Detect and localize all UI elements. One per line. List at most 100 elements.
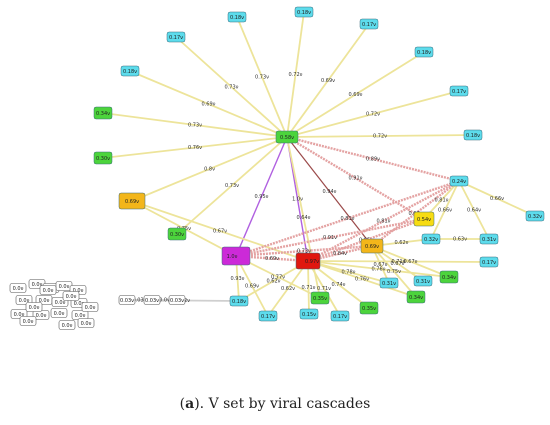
node-c17[interactable]: 0.17ν — [479, 256, 499, 268]
node-c15[interactable]: 0.17ν — [330, 310, 350, 322]
node-w5[interactable]: 0.0ν — [55, 281, 73, 291]
node-label: 0.54ν — [417, 217, 431, 223]
edge-label: 0.8ν — [204, 167, 215, 173]
node-c12[interactable]: 0.31ν — [479, 233, 499, 245]
node-or1[interactable]: 0.69ν — [118, 192, 146, 210]
node-g3[interactable]: 0.30ν — [167, 227, 187, 241]
node-box — [77, 318, 95, 328]
node-box — [413, 275, 433, 287]
edge-label: 0.81ν — [341, 216, 355, 222]
edge-label: 0.67ν — [404, 259, 418, 265]
node-c2[interactable]: 0.18ν — [294, 6, 314, 18]
edge-hub-g3 — [176, 136, 288, 235]
node-label: 0.0ν — [19, 298, 30, 304]
node-c6[interactable]: 0.18ν — [120, 65, 140, 77]
node-hub[interactable]: 0.58ν — [275, 130, 299, 144]
node-box — [379, 277, 399, 289]
node-w1[interactable]: 0.0ν — [9, 283, 27, 293]
node-w16[interactable]: 0.03ν — [168, 295, 186, 305]
node-box — [50, 308, 68, 318]
node-box — [449, 85, 469, 97]
node-or2[interactable]: 0.69ν — [360, 238, 384, 254]
node-label: 0.97ν — [305, 259, 319, 265]
edge-red-c15 — [307, 260, 341, 317]
node-label: 0.0ν — [55, 300, 66, 306]
node-g1[interactable]: 0.34ν — [93, 106, 113, 120]
node-label: 0.0ν — [54, 311, 65, 317]
edge-label: 0.03ν — [133, 298, 147, 304]
edge-red-c16 — [267, 260, 309, 317]
node-c16[interactable]: 0.17ν — [258, 310, 278, 322]
edge-hub-or1 — [131, 136, 288, 202]
node-w18[interactable]: 0.0ν — [39, 285, 57, 295]
node-g5[interactable]: 0.35ν — [359, 301, 379, 315]
node-c5[interactable]: 0.18ν — [414, 46, 434, 58]
node-label: 0.69ν — [125, 199, 139, 205]
node-ye1[interactable]: 0.54ν — [413, 211, 435, 227]
node-w22[interactable]: 0.0ν — [19, 316, 37, 326]
node-c1[interactable]: 0.18ν — [227, 11, 247, 23]
edge-label: 0.67ν — [374, 262, 388, 268]
node-label: 0.0ν — [75, 313, 86, 319]
node-g4[interactable]: 0.35ν — [310, 291, 330, 305]
node-c19[interactable]: 0.18ν — [229, 295, 249, 307]
caption-open: ( — [179, 396, 186, 412]
edge-label: 0.78ν — [342, 270, 356, 276]
node-label: 0.03ν — [145, 298, 159, 304]
node-c9[interactable]: 0.24ν — [449, 175, 469, 187]
node-w20[interactable]: 0.0ν — [62, 291, 80, 301]
node-c3[interactable]: 0.17ν — [359, 18, 379, 30]
edge-label: 0.66ν — [438, 208, 452, 214]
edge-mag-ye1 — [235, 217, 425, 258]
node-c7[interactable]: 0.17ν — [449, 85, 469, 97]
node-g7[interactable]: 0.34ν — [439, 270, 459, 284]
node-w23[interactable]: 0.0ν — [77, 318, 95, 328]
node-box — [413, 211, 435, 227]
node-box — [449, 175, 469, 187]
edge-label: 0.75ν — [387, 269, 401, 275]
node-label: 0.34ν — [96, 111, 110, 117]
node-c10[interactable]: 0.32ν — [525, 210, 545, 222]
node-mag[interactable]: 1.0ν — [221, 246, 251, 266]
node-w2[interactable]: 0.03ν — [118, 295, 136, 305]
edge-label: 0.71ν — [302, 285, 316, 291]
edge-label: 0.73ν — [225, 85, 239, 91]
node-label: 1.0ν — [227, 254, 238, 260]
node-box — [221, 246, 251, 266]
node-label: 0.0ν — [62, 323, 73, 329]
node-box — [39, 285, 57, 295]
node-box — [9, 283, 27, 293]
node-box — [421, 233, 441, 245]
node-label: 0.0ν — [13, 286, 24, 292]
node-w21[interactable]: 0.0ν — [81, 302, 99, 312]
node-w17[interactable]: 0.0ν — [58, 320, 76, 330]
node-w14[interactable]: 0.0ν — [50, 308, 68, 318]
node-label: 0.0ν — [73, 288, 84, 294]
node-w19[interactable]: 0.0ν — [25, 302, 43, 312]
node-c14[interactable]: 0.31ν — [413, 275, 433, 287]
node-c4[interactable]: 0.17ν — [166, 31, 186, 43]
node-w11[interactable]: 0.03ν — [143, 295, 161, 305]
node-label: 0.18ν — [466, 133, 480, 139]
edge-label: 0.69ν — [349, 92, 363, 98]
node-label: 0.0ν — [59, 284, 70, 290]
edge-label: 0.71ν — [392, 259, 406, 265]
node-red[interactable]: 0.97ν — [295, 252, 321, 270]
node-w13[interactable]: 0.0ν — [32, 310, 50, 320]
node-c13[interactable]: 0.31ν — [379, 277, 399, 289]
node-box — [227, 11, 247, 23]
node-g6[interactable]: 0.34ν — [406, 290, 426, 304]
node-w15[interactable]: 0.0ν — [71, 310, 89, 320]
node-c18[interactable]: 0.15ν — [299, 308, 319, 320]
node-box — [463, 129, 483, 141]
node-c8[interactable]: 0.18ν — [463, 129, 483, 141]
node-label: 0.34ν — [409, 295, 423, 301]
edge-label: 0.69ν — [245, 284, 259, 290]
node-g2[interactable]: 0.30ν — [93, 151, 113, 165]
edge-label: 0.71ν — [317, 286, 331, 292]
edge-label: 0.91ν — [323, 235, 337, 241]
edge-label: 0.89ν — [366, 157, 380, 163]
caption-letter: a — [185, 396, 195, 412]
edge-label: 0.73ν — [225, 183, 239, 189]
node-c11[interactable]: 0.32ν — [421, 233, 441, 245]
